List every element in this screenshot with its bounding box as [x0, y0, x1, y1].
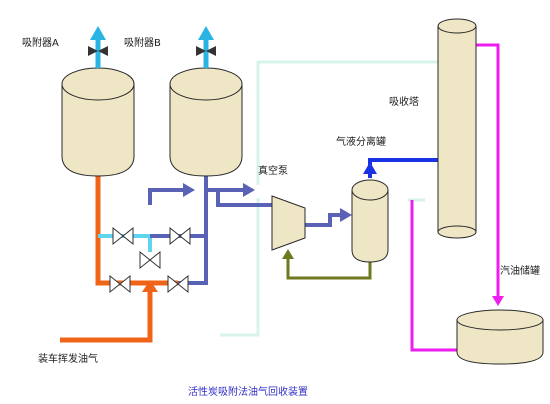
purge-line [98, 234, 152, 252]
gasoline-tank-label: 汽油储罐 [500, 266, 540, 277]
gas-liquid-separator [351, 179, 389, 263]
gasoline-storage-tank [456, 309, 544, 365]
adsorber-b [169, 67, 243, 177]
valve-b-lower[interactable] [167, 274, 189, 294]
absorption-tower-label: 吸收塔 [389, 97, 419, 108]
adsorber-a [61, 67, 135, 177]
vacuum-pump-label: 真空泵 [258, 166, 288, 177]
adsorber-a-label: 吸附器A [22, 38, 59, 49]
separator-gas-outlet [363, 158, 440, 178]
valve-a-upper[interactable] [112, 226, 134, 246]
adsorber-b-vent [196, 26, 216, 68]
condensate-return-line [282, 249, 372, 280]
inlet-vapor-line [60, 168, 178, 343]
absorption-tower [437, 18, 477, 239]
vacuum-line [148, 168, 352, 285]
adsorber-b-label: 吸附器B [124, 38, 161, 49]
valve-a-lower[interactable] [109, 274, 131, 294]
inlet-vapor-label: 装车挥发油气 [38, 354, 98, 365]
gasoline-line [410, 43, 504, 352]
valve-purge[interactable] [139, 250, 161, 270]
vacuum-pump [271, 195, 306, 251]
adsorber-a-vent [88, 26, 108, 68]
diagram-caption: 活性炭吸附法油气回收装置 [188, 387, 308, 398]
separator-label: 气液分离罐 [336, 137, 386, 148]
valve-b-upper[interactable] [169, 226, 191, 246]
